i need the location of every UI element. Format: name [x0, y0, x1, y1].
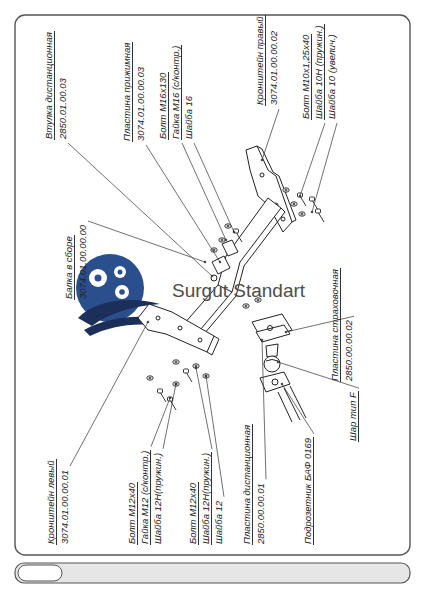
part-label: 3074.01.00.00.02 — [268, 30, 279, 106]
leader-line — [194, 143, 234, 232]
leader-line — [300, 123, 325, 196]
part-label: Шайба 16 — [183, 95, 194, 140]
page-tab — [18, 565, 62, 581]
leader-line — [146, 145, 220, 262]
part-label: Подрозетник БАФ 0169 — [302, 437, 314, 545]
watermark-text: Surgut Standart — [172, 280, 305, 302]
part-label: Болт М10х1,25х40 — [300, 34, 312, 120]
part-label: Пластина прижимная — [121, 42, 133, 142]
part-label: Болт М12х40 — [126, 482, 138, 545]
leader-line — [88, 221, 205, 262]
leader-line — [262, 109, 279, 160]
part-label: Пластина страховочная — [329, 268, 341, 382]
part-label: Шайба 12 — [213, 500, 224, 545]
part-label: 3074.01.00.00.00 — [77, 224, 88, 300]
leader-line — [163, 384, 176, 449]
leader-line — [196, 368, 212, 449]
fasteners — [147, 188, 324, 410]
part-label: Пластина дистанционная — [241, 424, 253, 545]
part-label: 2850.00.00.01 — [255, 482, 266, 545]
leader-line — [70, 322, 148, 466]
part-label: Гайка М16 (с/контр.) — [170, 45, 182, 140]
part-label: Шар тип F — [347, 391, 359, 442]
part-label: 3074.01.00.00.03 — [135, 66, 146, 142]
part-label: Болт М12х40 — [187, 482, 199, 545]
part-label: Кронштейн правый — [254, 15, 266, 106]
part-label: Шайба 10 (увелич.) — [326, 33, 337, 120]
part-label: Балка в сборе — [63, 235, 75, 300]
part-label: Втулка дистанционная — [43, 31, 55, 140]
page-frame — [15, 15, 410, 555]
bottom-bar — [15, 563, 410, 583]
part-label: Гайка М12 (с/контр.) — [139, 450, 151, 545]
part-label: 2850.01.00.03 — [57, 77, 68, 140]
part-label: Шайба 12Н(пружин.) — [200, 452, 212, 545]
part-label: Шайба 12Н(пружин.) — [152, 452, 163, 545]
leader-line — [312, 123, 337, 212]
leader-line — [282, 384, 314, 434]
leader-line — [182, 143, 226, 240]
part-label: Кронштейн левый — [45, 459, 57, 545]
part-label: 3074.01.00.00.01 — [59, 469, 70, 545]
part-label: Шайба 10Н (пружин.) — [313, 24, 325, 120]
part-label: 2850.00.00.02 — [343, 319, 354, 382]
leader-line — [262, 340, 266, 479]
leader-line — [68, 143, 212, 276]
part-label: Болт М16х130 — [157, 72, 169, 140]
towbar-parts — [138, 146, 306, 422]
leader-lines — [68, 109, 359, 497]
leader-line — [151, 398, 170, 447]
